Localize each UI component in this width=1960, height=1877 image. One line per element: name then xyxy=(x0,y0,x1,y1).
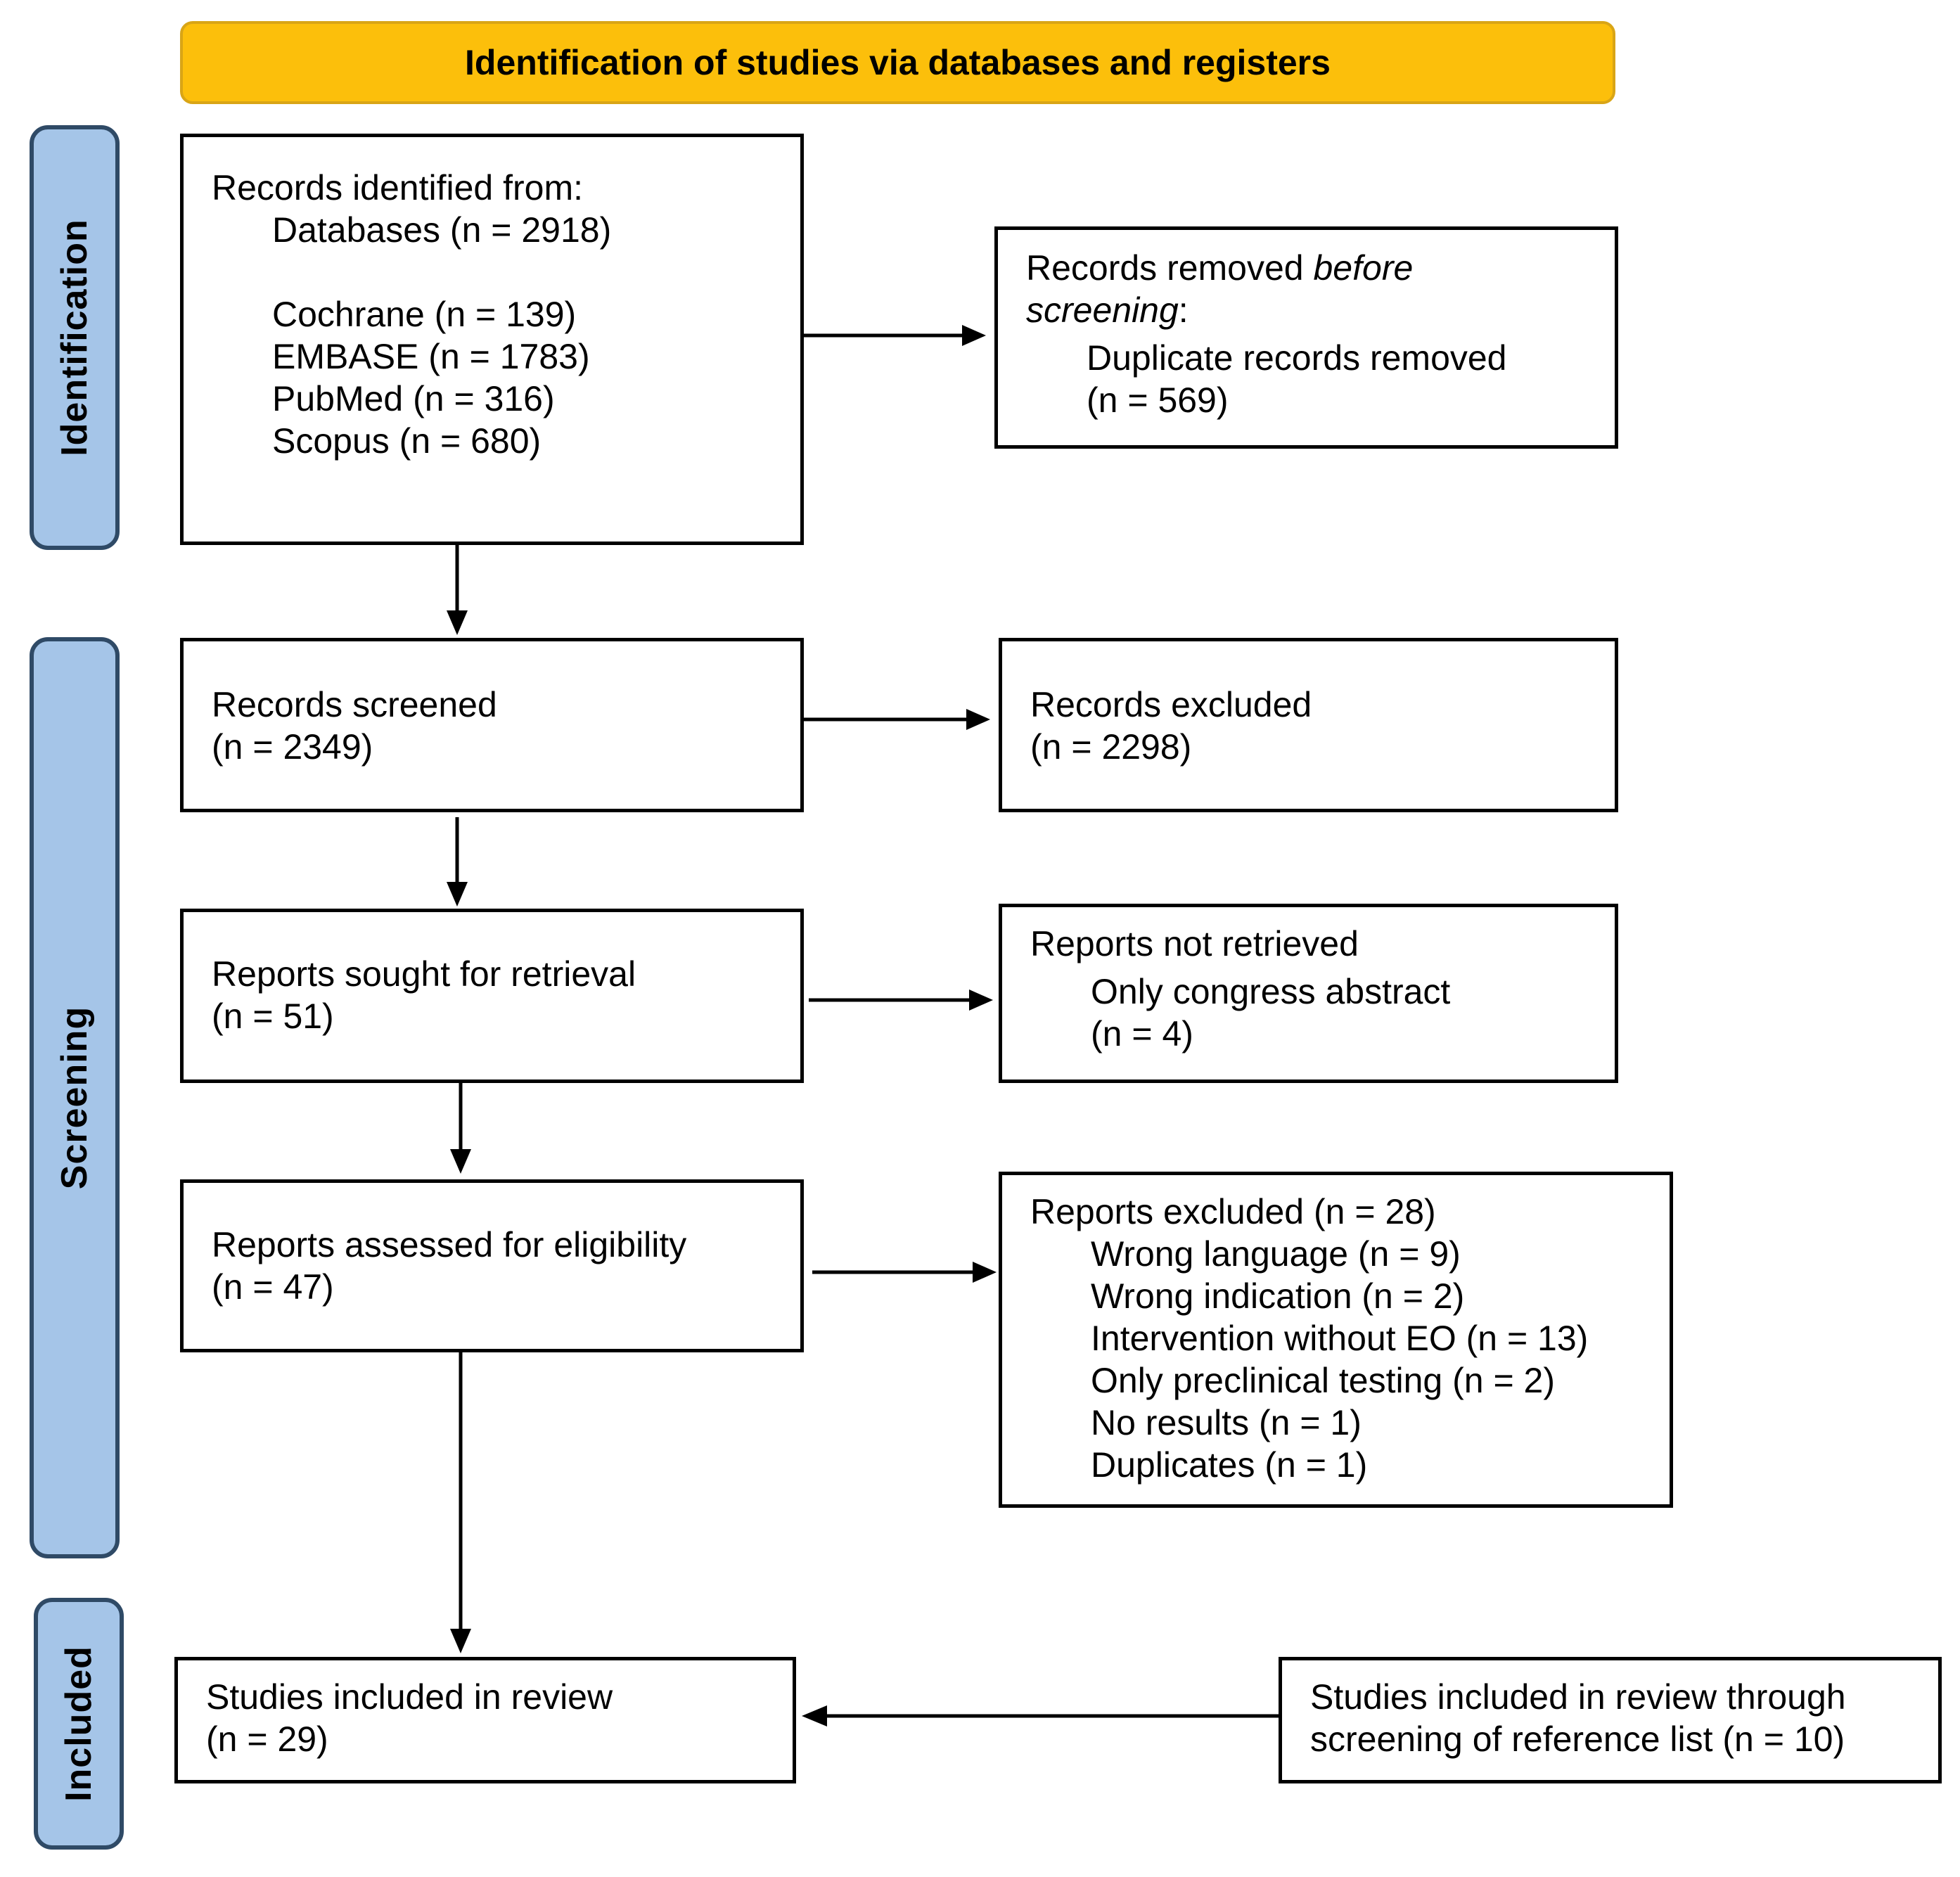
duplicate-records-label: Duplicate records removed xyxy=(1087,338,1507,378)
databases-count: Databases (n = 2918) xyxy=(272,210,612,250)
records-excluded-label: Records excluded xyxy=(1030,685,1312,724)
studies-included-count: (n = 29) xyxy=(206,1719,328,1759)
arrow-screened-to-excluded xyxy=(804,709,990,730)
reports-excluded-label: Reports excluded (n = 28) xyxy=(1030,1192,1436,1231)
reports-assessed-box: Reports assessed for eligibility (n = 47… xyxy=(180,1179,804,1352)
reports-sought-label: Reports sought for retrieval xyxy=(212,954,636,994)
studies-included-box: Studies included in review (n = 29) xyxy=(174,1657,796,1783)
exclusion-reason: No results (n = 1) xyxy=(1091,1403,1362,1442)
reports-sought-box: Reports sought for retrieval (n = 51) xyxy=(180,909,804,1083)
arrow-identified-to-removed xyxy=(804,325,986,346)
exclusion-reason: Only preclinical testing (n = 2) xyxy=(1091,1361,1556,1400)
congress-abstract-count: (n = 4) xyxy=(1091,1014,1193,1053)
arrow-assessed-to-excluded xyxy=(812,1262,997,1283)
reference-list-line1: Studies included in review through xyxy=(1310,1677,1846,1717)
duplicate-records-count: (n = 569) xyxy=(1087,380,1229,420)
reference-list-line2: screening of reference list (n = 10) xyxy=(1310,1719,1845,1759)
exclusion-reason: Wrong indication (n = 2) xyxy=(1091,1276,1465,1316)
records-removed-box: Records removed before screening: Duplic… xyxy=(994,226,1618,449)
arrow-sought-to-assessed xyxy=(450,1081,471,1174)
records-identified-box: Records identified from: Databases (n = … xyxy=(180,134,804,545)
embase-count: EMBASE (n = 1783) xyxy=(272,337,590,376)
banner-identification-title: Identification of studies via databases … xyxy=(180,21,1615,104)
phase-included: Included xyxy=(34,1598,124,1850)
phase-identification-label: Identification xyxy=(54,219,95,456)
records-removed-heading-cont: screening: xyxy=(1026,290,1189,330)
records-screened-label: Records screened xyxy=(212,685,497,724)
reports-assessed-count: (n = 47) xyxy=(212,1267,334,1307)
records-identified-heading: Records identified from: xyxy=(212,168,584,207)
records-screened-box: Records screened (n = 2349) xyxy=(180,638,804,812)
studies-included-label: Studies included in review xyxy=(206,1677,613,1717)
reports-assessed-label: Reports assessed for eligibility xyxy=(212,1225,687,1264)
arrow-screened-to-sought xyxy=(447,817,468,907)
reports-sought-count: (n = 51) xyxy=(212,997,334,1036)
reports-not-retrieved-box: Reports not retrieved Only congress abst… xyxy=(999,904,1618,1083)
cochrane-count: Cochrane (n = 139) xyxy=(272,295,577,334)
phase-screening: Screening xyxy=(30,637,120,1558)
arrow-assessed-to-included xyxy=(450,1352,471,1653)
records-excluded-count: (n = 2298) xyxy=(1030,727,1192,767)
exclusion-reason: Wrong language (n = 9) xyxy=(1091,1234,1461,1274)
banner-title-text: Identification of studies via databases … xyxy=(465,43,1331,82)
phase-screening-label: Screening xyxy=(54,1006,95,1190)
exclusion-reason: Intervention without EO (n = 13) xyxy=(1091,1319,1589,1358)
reports-excluded-box: Reports excluded (n = 28) Wrong language… xyxy=(999,1172,1673,1508)
records-screened-count: (n = 2349) xyxy=(212,727,373,767)
scopus-count: Scopus (n = 680) xyxy=(272,421,542,461)
records-excluded-box: Records excluded (n = 2298) xyxy=(999,638,1618,812)
phase-identification: Identification xyxy=(30,125,120,550)
records-removed-heading: Records removed before xyxy=(1026,248,1414,288)
phase-included-label: Included xyxy=(58,1646,99,1802)
arrow-reference-to-included xyxy=(802,1705,1279,1727)
congress-abstract-label: Only congress abstract xyxy=(1091,972,1451,1011)
pubmed-count: PubMed (n = 316) xyxy=(272,379,555,418)
reports-not-retrieved-label: Reports not retrieved xyxy=(1030,924,1359,963)
arrow-identified-to-screened xyxy=(447,545,468,635)
reference-list-box: Studies included in review through scree… xyxy=(1279,1657,1942,1783)
exclusion-reason: Duplicates (n = 1) xyxy=(1091,1445,1368,1485)
arrow-sought-to-not-retrieved xyxy=(809,989,993,1011)
